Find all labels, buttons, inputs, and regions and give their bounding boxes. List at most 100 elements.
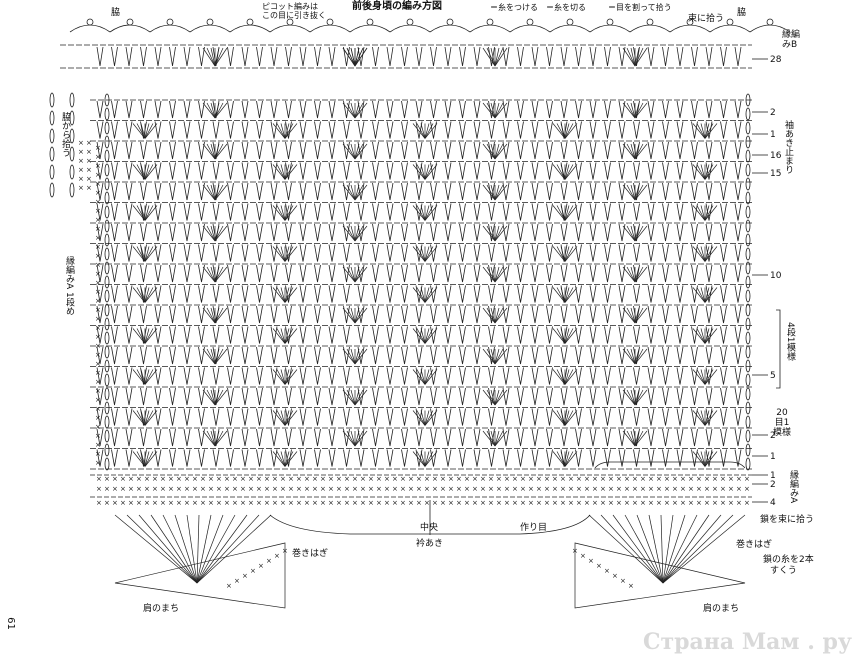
fan-stitch	[486, 266, 496, 283]
v-stitch	[357, 244, 365, 262]
v-stitch	[560, 223, 568, 242]
fan-stitch	[346, 430, 356, 447]
v-stitch	[401, 264, 408, 283]
v-stitch	[328, 346, 336, 365]
sc-stitch: ×	[344, 475, 350, 483]
v-stitch	[546, 244, 553, 262]
fan-stitch	[634, 348, 644, 365]
v-stitch	[386, 305, 394, 324]
fan-stitch	[634, 184, 648, 201]
v-stitch	[256, 285, 263, 303]
chain-loop	[745, 275, 751, 289]
v-stitch	[372, 100, 379, 119]
v-stitch	[662, 408, 669, 426]
sc-stitch: ×	[256, 499, 262, 507]
v-stitch	[357, 305, 365, 324]
fan-stitch	[704, 287, 718, 303]
v-stitch	[212, 244, 220, 262]
fan-stitch	[272, 328, 286, 344]
v-stitch	[299, 305, 307, 324]
v-stitch	[444, 162, 452, 180]
fan-stitch	[552, 164, 566, 180]
v-stitch	[647, 141, 655, 160]
fan-stitch	[622, 143, 636, 160]
repeat-note: 4段1模様	[785, 322, 795, 361]
fan-stitch	[346, 47, 356, 67]
fan-stitch	[704, 164, 718, 180]
v-stitch	[401, 121, 408, 139]
fan-stitch	[630, 47, 636, 67]
sc-stitch: ×	[95, 216, 101, 224]
v-stitch	[241, 449, 249, 467]
v-stitch	[401, 244, 408, 262]
fan-stitch	[494, 184, 500, 201]
v-stitch	[604, 162, 611, 180]
v-stitch	[647, 203, 655, 221]
v-stitch	[183, 244, 191, 262]
v-stitch	[328, 162, 336, 180]
v-stitch	[299, 346, 307, 365]
fan-stitch	[210, 143, 216, 160]
v-stitch	[517, 244, 524, 262]
v-stitch	[430, 305, 437, 324]
picot-arch	[589, 24, 631, 33]
v-stitch	[111, 387, 118, 406]
v-stitch	[183, 100, 191, 119]
picot-arch	[309, 24, 351, 33]
v-stitch	[256, 346, 263, 365]
fan-stitch	[354, 389, 368, 406]
chain-loop	[745, 387, 751, 401]
sc-stitch: ×	[408, 499, 414, 507]
v-stitch	[241, 367, 249, 385]
picot	[526, 18, 534, 26]
sc-stitch: ×	[95, 153, 101, 161]
v-stitch	[560, 141, 568, 160]
sc-stitch: ×	[304, 485, 310, 493]
picot	[566, 18, 574, 26]
side-left-label: 脇	[111, 8, 121, 18]
fan-stitch	[354, 389, 364, 406]
fan-stitch	[214, 266, 220, 283]
fan-stitch	[132, 164, 146, 180]
fan-stitch	[350, 184, 356, 201]
fan-stitch	[692, 328, 706, 344]
fan-stitch	[354, 143, 360, 160]
fan-stitch	[494, 143, 500, 160]
sc-stitch: ×	[448, 485, 454, 493]
fan-stitch	[136, 164, 146, 180]
v-stitch	[415, 408, 423, 426]
v-stitch	[459, 141, 466, 160]
chain-loop	[104, 289, 110, 303]
v-stitch	[604, 141, 611, 160]
v-stitch	[299, 141, 307, 160]
fan-stitch	[482, 184, 496, 201]
v-stitch	[546, 162, 553, 180]
fan-stitch	[206, 307, 216, 324]
v-stitch	[256, 203, 263, 221]
v-stitch	[270, 121, 278, 139]
sc-stitch: ×	[472, 499, 478, 507]
v-stitch	[691, 326, 698, 344]
fan-stitch	[622, 266, 636, 283]
v-stitch	[676, 428, 684, 447]
fan-stitch	[132, 246, 146, 262]
v-stitch	[473, 387, 481, 406]
fan-stitch	[560, 369, 566, 385]
v-stitch	[372, 264, 379, 283]
v-stitch	[560, 387, 568, 406]
fan-stitch	[556, 369, 566, 385]
fan-stitch	[704, 205, 718, 221]
fan-stitch	[144, 328, 158, 344]
v-stitch	[285, 408, 292, 426]
v-stitch	[647, 449, 655, 467]
v-stitch	[343, 244, 350, 262]
fan-stitch	[144, 287, 150, 303]
fan-stitch	[136, 205, 146, 221]
fan-stitch	[424, 328, 438, 344]
sc-stitch: ×	[232, 499, 238, 507]
v-stitch	[241, 223, 249, 242]
fan-stitch	[704, 205, 714, 221]
fan-stitch	[210, 348, 216, 365]
v-stitch	[691, 449, 698, 467]
fan-stitch	[634, 225, 644, 242]
